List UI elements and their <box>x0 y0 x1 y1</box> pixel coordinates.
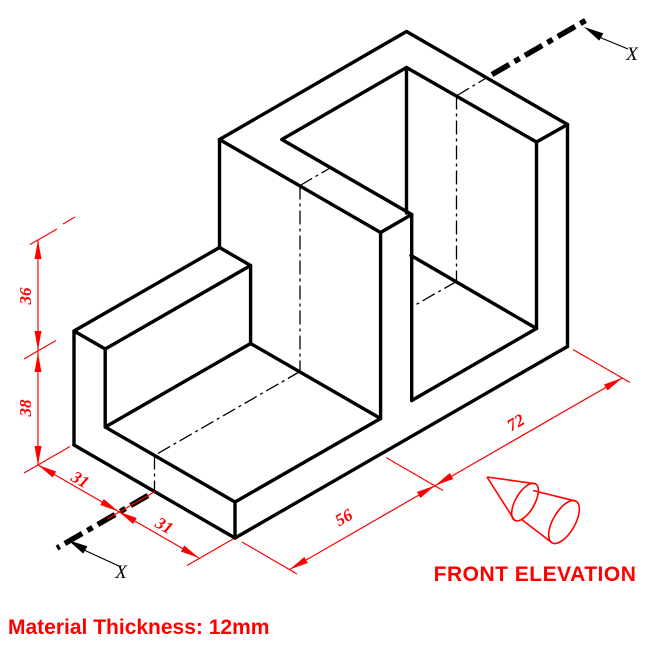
cavity-floor-edges <box>409 253 539 403</box>
arrow-72-end <box>604 378 623 391</box>
front-elevation-label: FRONT ELEVATION <box>434 563 637 586</box>
tall-portion-edges <box>217 65 570 421</box>
arrow-31b-start <box>118 511 137 524</box>
dim-label-56: 56 <box>332 505 357 530</box>
arrow-31a-start <box>38 465 57 478</box>
cutting-plane-lines <box>55 16 590 551</box>
section-arrow-bottom <box>68 540 88 554</box>
section-label-bottom: X <box>114 562 128 583</box>
part-outline <box>72 29 570 540</box>
shaft-sides <box>520 489 577 544</box>
dim-label-38: 38 <box>16 399 35 418</box>
section-trace-rear <box>411 76 488 308</box>
arrow-36-top <box>34 240 42 259</box>
left-step-edges <box>72 245 383 540</box>
section-leader-top <box>598 36 629 50</box>
section-leader-arrows <box>68 27 629 568</box>
dimension-lines <box>23 216 631 575</box>
dim-label-31-front: 31 <box>67 467 92 492</box>
arrow-31a-end <box>100 499 119 512</box>
dim-label-31-rear: 31 <box>151 513 176 538</box>
arrow-56-start <box>289 557 308 570</box>
arrow-31b-end <box>180 545 199 558</box>
section-trace-lines <box>153 76 488 492</box>
view-direction-icon <box>486 476 581 545</box>
arrow-36-bottom <box>34 331 42 350</box>
cone-sides <box>486 476 536 521</box>
extension-lines <box>23 216 631 575</box>
arrow-72-start <box>435 473 454 486</box>
arrow-38-top <box>34 353 42 372</box>
dim-line-56-72 <box>289 377 623 571</box>
cutting-plane-top <box>490 16 590 77</box>
dim-label-36: 36 <box>16 287 35 306</box>
section-labels: X X <box>114 44 639 583</box>
material-note: Material Thickness: 12mm <box>8 616 269 639</box>
cone-base-ellipse <box>510 482 540 522</box>
dimension-arrows <box>34 240 623 570</box>
section-label-top: X <box>625 44 639 65</box>
section-arrow-top <box>584 27 604 41</box>
arrow-38-bottom <box>34 446 42 465</box>
section-trace-front <box>153 166 332 492</box>
base-bottom-edges <box>72 344 570 540</box>
section-leader-bottom <box>83 549 122 568</box>
dim-label-72: 72 <box>504 410 529 435</box>
arrow-56-end <box>416 485 436 498</box>
